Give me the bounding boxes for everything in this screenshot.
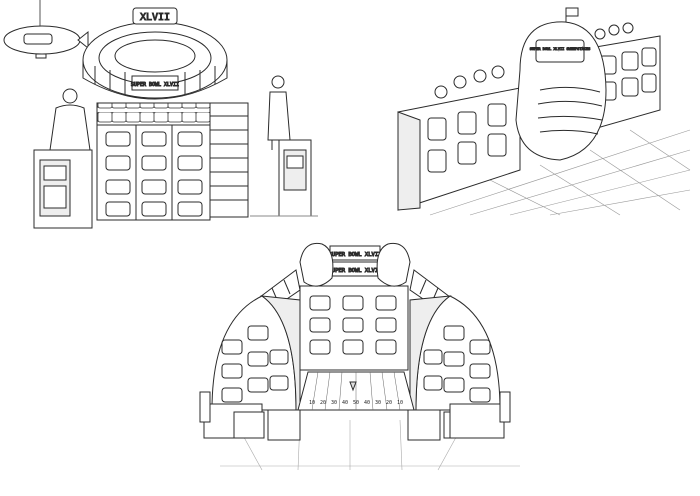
yard-label: 30	[331, 400, 337, 406]
yard-label: 10	[309, 400, 315, 406]
yard-label: 40	[342, 400, 348, 406]
field-display-sketch: SUPER BOWL XLVII SUPER BOWL XLVII	[199, 242, 520, 471]
back-wall	[299, 285, 409, 371]
stadium-display-sketch: XLVII SUPER BOWL XLVII	[3, 0, 318, 229]
presenter-figure-right	[267, 75, 312, 217]
stadium-banner-text: XLVII	[140, 12, 170, 23]
football-field: 10 20 30 40 50 40 30 20 10	[297, 371, 415, 411]
yard-label: 50	[353, 400, 359, 406]
floor-grid	[429, 129, 691, 216]
helmet-right-icon	[376, 242, 411, 287]
helmet-left-icon	[299, 242, 334, 287]
yard-labels: 10 20 30 40 50 40 30 20 10	[309, 400, 403, 406]
stadium-marquee-text: SUPER BOWL XLVII	[131, 82, 179, 88]
tower-right	[409, 295, 501, 411]
yard-label: 40	[364, 400, 370, 406]
tower-left	[211, 295, 301, 411]
stadium-bowl: XLVII SUPER BOWL XLVII	[82, 7, 228, 100]
presenter-figure-left	[33, 88, 93, 229]
counter-right	[589, 35, 661, 131]
yard-label: 20	[320, 400, 326, 406]
yard-label: 20	[386, 400, 392, 406]
counter-left	[397, 87, 521, 211]
field-header-bottom: SUPER BOWL XLVII	[329, 268, 382, 274]
helmet-display-sketch: SUPER BOWL XLVII SWEEPSTAKES	[397, 7, 691, 216]
stadium-cabinet	[96, 102, 249, 221]
yard-label: 10	[397, 400, 403, 406]
field-header-top: SUPER BOWL XLVII	[329, 252, 382, 258]
shield-logo-icon	[349, 381, 357, 392]
blimp-illustration	[3, 0, 89, 59]
cardboard-cutouts	[434, 22, 634, 99]
helmet-sign-text: SUPER BOWL XLVII SWEEPSTAKES	[530, 47, 591, 51]
field-header: SUPER BOWL XLVII SUPER BOWL XLVII	[299, 242, 411, 287]
giant-helmet: SUPER BOWL XLVII SWEEPSTAKES	[515, 7, 607, 161]
front-crates	[199, 391, 511, 441]
yard-label: 30	[375, 400, 381, 406]
